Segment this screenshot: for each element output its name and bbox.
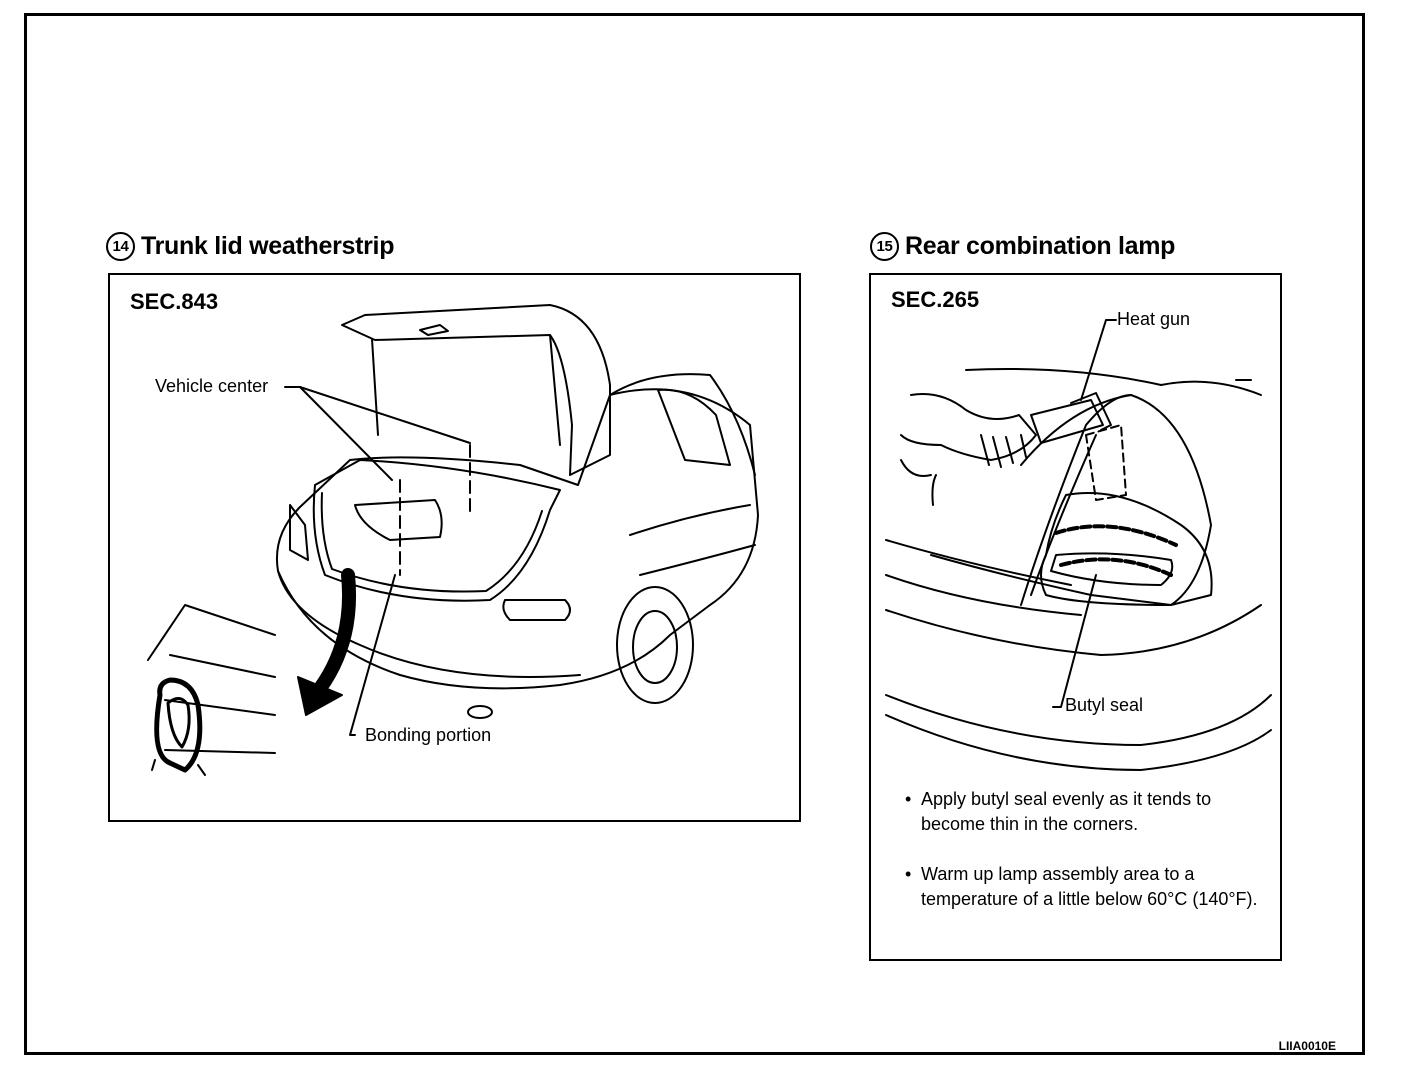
page-frame — [24, 13, 1365, 1055]
trunk-lid-figure-panel: SEC.843 — [108, 273, 801, 822]
sec-code: SEC.265 — [891, 287, 980, 312]
item-number-badge: 14 — [106, 232, 135, 261]
list-item: • Apply butyl seal evenly as it tends to… — [905, 787, 1275, 837]
bullet-dot: • — [905, 864, 912, 884]
vehicle-center-label: Vehicle center — [155, 376, 269, 396]
sec-code: SEC.843 — [130, 289, 219, 314]
figure-id: LIIA0010E — [1278, 1039, 1336, 1053]
notes-list: • Apply butyl seal evenly as it tends to… — [905, 787, 1275, 937]
list-item: • Warm up lamp assembly area to a temper… — [905, 862, 1275, 912]
trunk-lid-title: Trunk lid weatherstrip — [141, 232, 395, 260]
rear-lamp-figure-panel: SEC.265 — [869, 273, 1282, 961]
rear-lamp-title: Rear combination lamp — [905, 232, 1176, 260]
bullet-dot: • — [905, 789, 912, 809]
trunk-lid-heading: 14 Trunk lid weatherstrip — [106, 232, 394, 261]
rear-lamp-heading: 15 Rear combination lamp — [870, 232, 1175, 261]
heat-gun-label: Heat gun — [1117, 309, 1191, 329]
trunk-car-illustration — [147, 304, 759, 776]
rear-lamp-illustration — [885, 319, 1272, 771]
bonding-portion-label: Bonding portion — [365, 725, 492, 745]
note-text: Warm up lamp assembly area to a temperat… — [921, 864, 1258, 909]
item-number-badge: 15 — [870, 232, 899, 261]
butyl-seal-label: Butyl seal — [1065, 695, 1144, 715]
note-text: Apply butyl seal evenly as it tends to b… — [921, 789, 1212, 834]
